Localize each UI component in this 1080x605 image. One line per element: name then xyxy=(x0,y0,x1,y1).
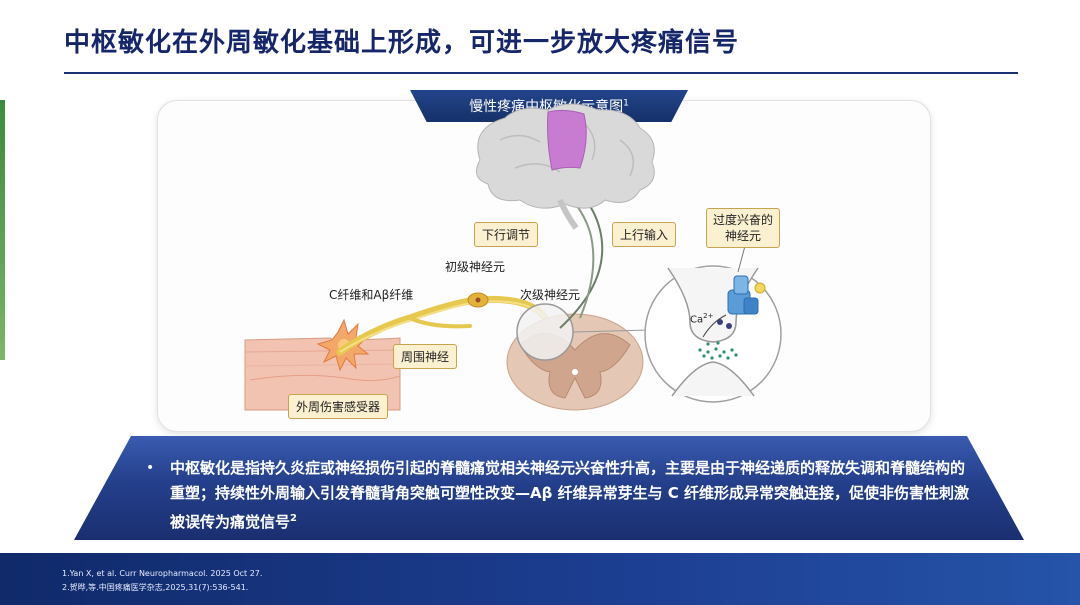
label-calcium: Ca2+ xyxy=(690,312,713,325)
synapse-zoom-illustration xyxy=(645,266,781,402)
primary-neuron-nucleus xyxy=(476,298,481,303)
label-c-fiber: C纤维和Aβ纤维 xyxy=(329,286,413,303)
label-descending-modulation: 下行调节 xyxy=(474,222,538,247)
description-text: 中枢敏化是指持久炎症或神经损伤引起的脊髓痛觉相关神经元兴奋性升高，主要是由于神经… xyxy=(170,456,970,535)
brain-illustration xyxy=(476,104,654,228)
reference-1: 1.Yan X, et al. Curr Neuropharmacol. 202… xyxy=(62,569,262,578)
reference-2: 2.贺晔,等.中国疼痛医学杂志,2025,31(7):536-541. xyxy=(62,582,248,593)
label-peripheral-nerve: 周围神经 xyxy=(393,344,457,369)
bullet-icon: • xyxy=(146,460,154,476)
label-primary-neuron: 初级神经元 xyxy=(445,258,505,275)
label-peripheral-nociceptor: 外周伤害感受器 xyxy=(288,394,388,419)
description-citation: 2 xyxy=(290,513,297,524)
label-ascending-input: 上行输入 xyxy=(612,222,676,247)
label-calcium-charge: 2+ xyxy=(703,312,713,320)
footer-bar xyxy=(0,553,1080,605)
label-hyperexcitable-neuron: 过度兴奋的神经元 xyxy=(706,208,780,248)
label-secondary-neuron: 次级神经元 xyxy=(520,286,580,303)
spinal-zoom-circle xyxy=(517,304,573,360)
peripheral-nerve-branch xyxy=(410,318,470,326)
label-calcium-symbol: Ca xyxy=(690,314,703,325)
